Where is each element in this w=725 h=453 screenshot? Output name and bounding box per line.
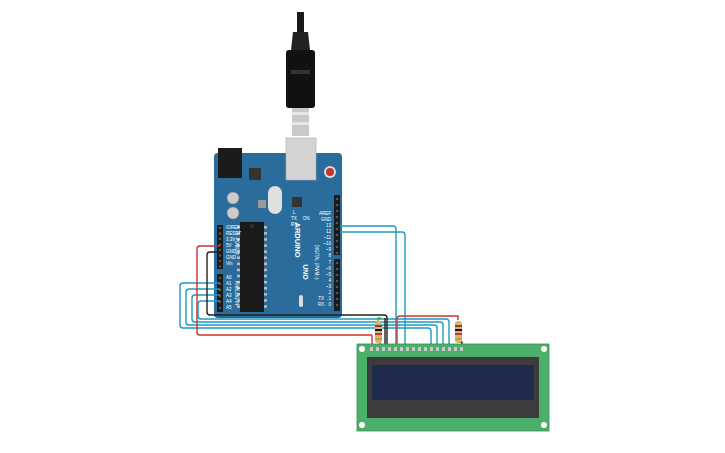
board-name: ARDUINO — [293, 223, 301, 258]
pin-label: ~9 — [326, 248, 331, 253]
board-name: UNO — [302, 264, 309, 280]
pin-label: 2 — [328, 291, 331, 296]
pin-label: 13 — [326, 224, 331, 229]
pin-label: ANALOG IN — [234, 281, 239, 306]
pin-label: TX — [291, 217, 297, 222]
pin-label: A0 — [226, 276, 232, 281]
pin-label: ~3 — [326, 285, 331, 290]
pin-label: A2 — [226, 288, 232, 293]
pin-label: Vin — [226, 262, 232, 267]
lcd-display — [357, 344, 549, 431]
pin-label: GND — [226, 256, 236, 261]
pin-label: RX←0 — [318, 303, 331, 308]
pin-label: TX→1 — [318, 297, 331, 302]
pin-label: L — [293, 211, 296, 216]
pin-label: DIGITAL (PWM~) — [314, 245, 319, 280]
pin-label: RESET — [226, 232, 241, 237]
pin-label: RX — [291, 223, 297, 228]
pin-label: ~6 — [326, 267, 331, 272]
pin-label: A4 — [226, 300, 232, 305]
pin-label: 5V — [226, 244, 232, 249]
pin-label: GND — [321, 218, 331, 223]
pin-label: 3.3V — [226, 238, 235, 243]
pin-label: ON — [303, 217, 310, 222]
pin-label: 4 — [328, 279, 331, 284]
resistor-symbol — [455, 321, 462, 343]
pin-label: ~11 — [324, 236, 331, 241]
pin-label: ~5 — [326, 273, 331, 278]
arduino-board — [214, 138, 342, 318]
usb-cable — [286, 12, 315, 136]
pin-label: IOREF — [226, 226, 240, 231]
wires — [180, 226, 462, 349]
pin-label: 12 — [326, 230, 331, 235]
pin-label: POWER — [234, 237, 239, 254]
pin-label: A1 — [226, 282, 232, 287]
pin-label: 7 — [328, 261, 331, 266]
pin-label: AREF — [319, 212, 331, 217]
resistor-symbol — [375, 321, 382, 343]
pin-label: A3 — [226, 294, 232, 299]
pin-label: ~10 — [323, 242, 331, 247]
pin-label: A5 — [226, 306, 232, 311]
pin-label: 8 — [328, 254, 331, 259]
